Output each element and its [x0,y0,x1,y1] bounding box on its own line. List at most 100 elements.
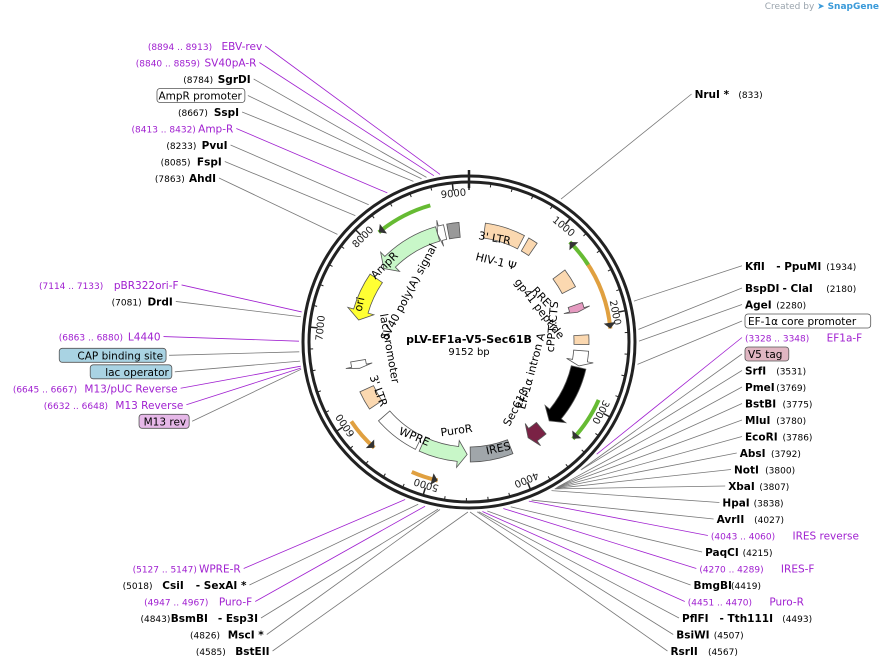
label-ires-reverse-34-part-0: (4043 .. 4060) [711,533,775,543]
label-v5-tag-23: V5 tag [744,346,790,362]
label-nrui-17-part-0: NruI * [695,89,730,101]
label-bsiwi-40-part-0: BsiWI [676,630,709,642]
feature-ef-1-core-promoter-5 [566,349,594,367]
label-bsmbi-44-part-0: - Esp3I [218,613,258,625]
feature-wpre-10 [377,410,423,450]
tick-mark [621,374,626,377]
label-sv40pa-r-1-part-0: SV40pA-R [205,58,257,70]
feature-cppt-cts-4 [573,334,590,346]
leader-ires-reverse-34 [528,500,708,536]
label-sgrdi-2-part-1: (8784) [183,76,213,86]
feature-label-ires: IRES [485,440,512,458]
label-kfli-18-part-1: - PpuMI [776,261,821,273]
label-bsiwi-40: BsiWI(4507) [676,630,743,642]
label-xbai-31: XbaI(3807) [728,481,789,493]
label-mlui-27: MluI(3780) [745,415,806,427]
label-ef-1-core-promoter-21: EF-1α core promoter [744,313,872,329]
label-kfli-18: KflI- PpuMI(1934) [745,261,856,273]
label-rsrii-41: RsrII(4567) [670,646,737,658]
label-wpre-r-47-part-1: (5127 .. 5147) [133,566,197,576]
label-ires-reverse-34: (4043 .. 4060) IRES reverse [711,531,859,543]
label-msci-43: MscI *(4826) [190,630,264,642]
label-pbr322ori-f-9-part-1: (7114 .. 7133) [39,282,103,292]
label-ahdi-8-part-1: (7863) [155,175,185,185]
label-ebv-rev-0-part-0: EBV-rev [222,41,263,53]
label-sgrdi-2-part-0: SgrDI [218,74,251,86]
label-sspi-4-part-0: SspI [214,107,239,119]
leader-mlui-27 [557,419,743,488]
leader-lac-operator-14 [174,360,301,373]
label-agei-20-part-1: (2280) [776,302,806,312]
label-bspdi-19: BspDI- ClaI(2180) [745,283,856,295]
feature-label-cppt: cPPT/CTS [544,301,561,353]
label-bmgbi-37: BmgBI(4419) [694,580,761,592]
label-m13-rev-16: M13 rev [138,413,190,429]
label-lac-operator-14-box [89,364,173,380]
tick-mark [309,326,318,329]
leader-rsrii-41 [469,511,668,652]
label-ires-f-36-part-1: IRES-F [781,564,815,576]
label-absi-29-part-0: AbsI [740,448,766,460]
feature-ires-8 [469,439,514,463]
leader-puro-f-45 [255,505,426,602]
label-sv40pa-r-1-part-1: (8840 .. 8859) [136,60,200,70]
label-l4440-11-part-0: L4440 [128,332,161,344]
label-m13-reverse-15-part-1: (6632 .. 6648) [44,402,108,412]
label-pvui-6: PvuI(8233) [166,140,227,152]
leader-ef1a-f-22 [596,337,743,455]
label-avrii-33: AvrII(4027) [717,514,784,526]
label-fspi-7: FspI(8085) [161,157,222,169]
label-amp-r-5: Amp-R(8413 .. 8432) [132,124,234,136]
label-sgrdi-2: SgrDI (8784) [183,74,250,86]
label-fspi-7-part-1: (8085) [161,159,191,169]
label-bspdi-19-part-0: BspDI [745,283,779,295]
label-csii-46-part-1: CsiI [162,580,183,592]
leader-bsteii-42 [272,511,469,652]
label-csii-46-part-2: (5018) [123,582,153,592]
tick-mark [319,283,324,287]
leader-ahdi-8 [218,177,338,235]
label-srfi-24-part-1: (3531) [776,368,806,378]
label-lac-operator-14-text: lac operator [105,367,169,379]
label-pvui-6-part-0: PvuI [202,140,228,152]
label-amp-r-5-part-1: (8413 .. 8432) [132,126,196,136]
tick-mark [325,410,330,413]
feature-sec61-7 [524,421,547,447]
tick-mark [349,445,354,450]
label-pflfi-39-part-0: PflFI [682,613,709,625]
feature-ampr-promoter-15 [436,220,448,247]
credit-brand: SnapGene [827,2,879,12]
label-m13-rev-16-text: M13 rev [144,416,187,428]
leader-ampr-promoter-3 [247,95,422,180]
leader-ef-1-core-promoter-21 [637,320,743,365]
label-cap-binding-site-12-box [58,347,167,363]
primer-arc-4 [377,203,431,234]
label-pmei-25-part-0: PmeI [745,382,775,394]
tick-mark [489,183,492,188]
leader-hpai-32 [551,490,720,503]
leader-sspi-4 [241,111,414,182]
label-puro-r-38: (4451 .. 4470)Puro-R [688,597,804,609]
tick-mark [371,214,375,219]
label-m13-reverse-15: M13 Reverse(6632 .. 6648) [44,400,184,412]
label-ires-reverse-34-part-1: IRES reverse [792,531,859,543]
label-wpre-r-47-part-0: WPRE-R [199,564,241,576]
label-cap-binding-site-12-text: CAP binding site [77,350,163,362]
label-pbr322ori-f-9: pBR322ori-F(7114 .. 7133) [39,280,179,292]
leader-m13-reverse-15 [186,367,302,406]
label-csii-46: - SexAI * CsiI (5018) [123,580,247,592]
tick-mark [615,395,620,398]
leader-msci-43 [266,509,441,635]
label-bsteii-42-part-1: (4585) [196,648,226,658]
label-mlui-27-part-1: (3780) [776,417,806,427]
label-ecori-28-part-1: (3786) [783,434,813,444]
primer-arc-0 [583,259,613,329]
tick-mark [335,426,344,433]
tick-mark [311,369,316,372]
tick-mark [316,390,322,393]
label-csii-46-part-0: - SexAI * [196,580,247,592]
tick-mark [508,492,511,497]
label-absi-29-part-1: (3792) [771,450,801,460]
label-ampr-promoter-3: AmpR promoter [156,88,246,103]
label-nrui-17: NruI *(833) [695,89,763,101]
